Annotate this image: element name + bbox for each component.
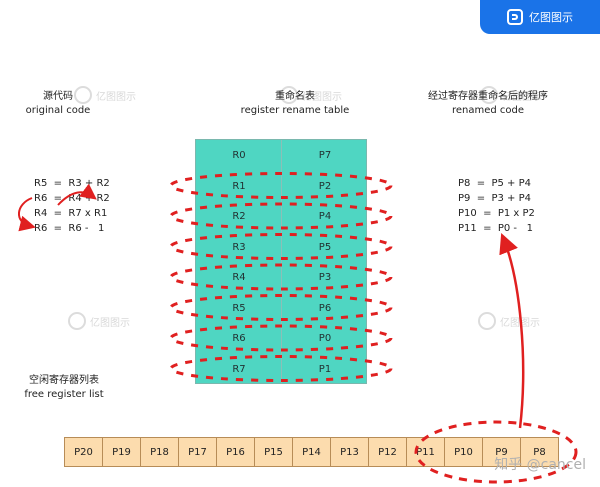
free-list-heading: 空闲寄存器列表 free register list: [14, 374, 114, 402]
renamed-code-block: P8 = P5 + P4 P9 = P3 + P4 P10 = P1 x P2 …: [458, 176, 535, 236]
free-register-cell: P10: [444, 437, 483, 467]
rename-arch-register: R5: [232, 302, 246, 314]
watermark-text: 亿图图示: [502, 91, 542, 103]
source-loop-arrow-left: [18, 197, 36, 232]
rename-arch-register: R1: [232, 180, 246, 192]
free-list-to-renamed-arrow: [499, 233, 525, 429]
free-register-cell: P16: [216, 437, 255, 467]
rename-row-highlight: [169, 294, 393, 321]
source-code-heading: 源代码 original code: [18, 90, 98, 118]
rename-row-highlights: [169, 172, 393, 382]
rename-arch-register: R7: [232, 363, 246, 375]
rename-table-title-cn: 重命名表: [275, 91, 315, 102]
renamed-code-title-cn: 经过寄存器重命名后的程序: [428, 91, 548, 102]
rename-phys-register: P4: [318, 211, 332, 222]
watermark-text: 亿图图示: [90, 317, 130, 329]
source-code-block: R5 = R3 + R2 R6 = R4 + R2 R4 = R7 x R1 R…: [34, 176, 110, 236]
renamed-code-line: P9 = P3 + P4: [458, 193, 532, 204]
brand-label: 亿图图示: [529, 11, 573, 24]
rename-arch-register: R2: [232, 211, 246, 222]
rename-row-highlight: [169, 202, 393, 230]
source-code-line: R5 = R3 + R2: [34, 178, 110, 189]
rename-row-highlight: [169, 263, 393, 291]
rename-arch-register: R4: [232, 272, 246, 283]
brand-button[interactable]: 亿图图示: [480, 0, 600, 34]
watermark-2: 亿图图示: [280, 86, 342, 104]
watermark-text: 亿图图示: [302, 91, 342, 103]
renamed-code-title-en: renamed code: [451, 105, 525, 116]
rename-table-title-en: register rename table: [240, 105, 350, 116]
watermark-logo-icon: [280, 86, 298, 104]
rename-arch-register: R3: [232, 241, 246, 253]
watermark-logo-icon: [68, 312, 86, 330]
rename-table-divider: [281, 140, 282, 383]
free-register-cell: P19: [102, 437, 141, 467]
source-code-title-en: original code: [25, 105, 91, 116]
watermark-3: 亿图图示: [480, 86, 542, 104]
source-code-line: R6 = R6 - 1: [34, 223, 105, 234]
rename-phys-register: P3: [318, 272, 332, 283]
watermark-1: 亿图图示: [74, 86, 136, 104]
free-list-title-cn: 空闲寄存器列表: [29, 375, 99, 386]
rename-row-highlight: [169, 172, 393, 199]
watermark-logo-icon: [480, 86, 498, 104]
rename-table-heading: 重命名表 register rename table: [220, 90, 370, 118]
free-register-cell: P8: [520, 437, 559, 467]
source-code-line: R4 = R7 x R1: [34, 208, 108, 219]
rename-arch-register: R6: [232, 333, 246, 344]
free-register-cell: P17: [178, 437, 217, 467]
rename-arch-register: R0: [232, 150, 246, 161]
free-register-cell: P9: [482, 437, 521, 467]
credit-text: 知乎 @cancel: [494, 457, 586, 473]
rename-row-highlight: [169, 233, 393, 260]
rename-row-highlight: [169, 324, 393, 352]
free-register-cell: P12: [368, 437, 407, 467]
renamed-code-line: P10 = P1 x P2: [458, 208, 535, 219]
rename-phys-register: P6: [318, 302, 332, 314]
rename-phys-register: P2: [318, 180, 332, 192]
source-code-title-cn: 源代码: [43, 91, 73, 102]
rename-phys-register: P5: [318, 241, 332, 253]
rename-phys-register: P0: [318, 333, 332, 344]
renamed-code-heading: 经过寄存器重命名后的程序 renamed code: [418, 90, 558, 118]
free-list-title-en: free register list: [24, 389, 104, 400]
watermark-logo-icon: [478, 312, 496, 330]
renamed-code-line: P11 = P0 - 1: [458, 223, 533, 234]
brand-logo-icon: [507, 9, 523, 25]
watermark-text: 亿图图示: [96, 91, 136, 103]
rename-phys-register: P1: [318, 363, 332, 375]
rename-row-highlight: [169, 355, 393, 382]
rename-phys-register: P7: [318, 150, 332, 161]
watermark-4: 亿图图示: [68, 312, 130, 330]
free-register-cell: P15: [254, 437, 293, 467]
source-dependency-arrow: [57, 183, 97, 206]
free-list-highlight: [414, 420, 578, 484]
watermark-logo-icon: [74, 86, 92, 104]
free-register-cell: P20: [64, 437, 103, 467]
free-register-cell: P18: [140, 437, 179, 467]
renamed-code-line: P8 = P5 + P4: [458, 178, 532, 189]
